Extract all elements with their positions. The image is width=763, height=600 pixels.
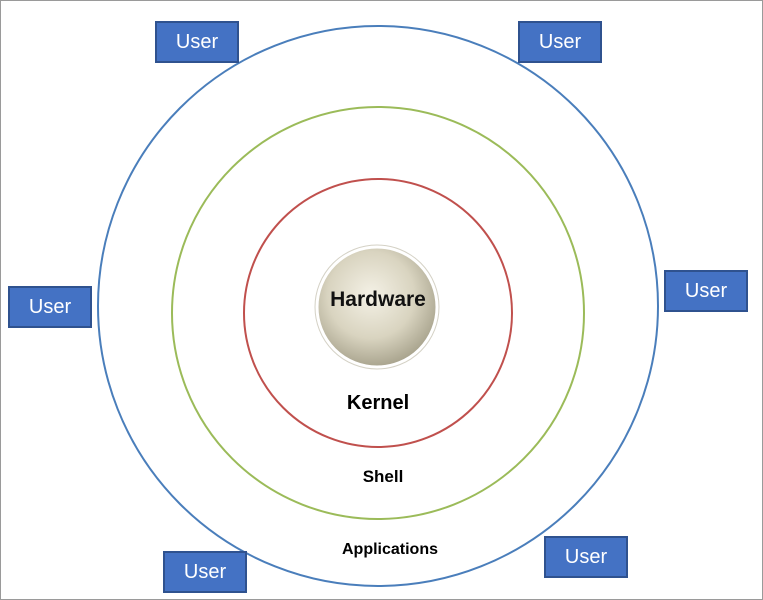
applications-label: Applications <box>341 541 438 558</box>
user-box-bottom-right: User <box>544 536 628 578</box>
applications-ring <box>97 25 659 587</box>
user-box-top-left: User <box>155 21 239 63</box>
user-box-top-right: User <box>518 21 602 63</box>
hardware-core <box>315 245 439 369</box>
kernel-ring <box>243 178 513 448</box>
user-box-bottom-left: User <box>163 551 247 593</box>
kernel-label: Kernel <box>346 392 410 414</box>
user-box-left: User <box>8 286 92 328</box>
hardware-label: Hardware <box>330 288 426 311</box>
user-box-right: User <box>664 270 748 312</box>
shell-ring <box>171 106 585 520</box>
shell-label: Shell <box>362 467 404 486</box>
